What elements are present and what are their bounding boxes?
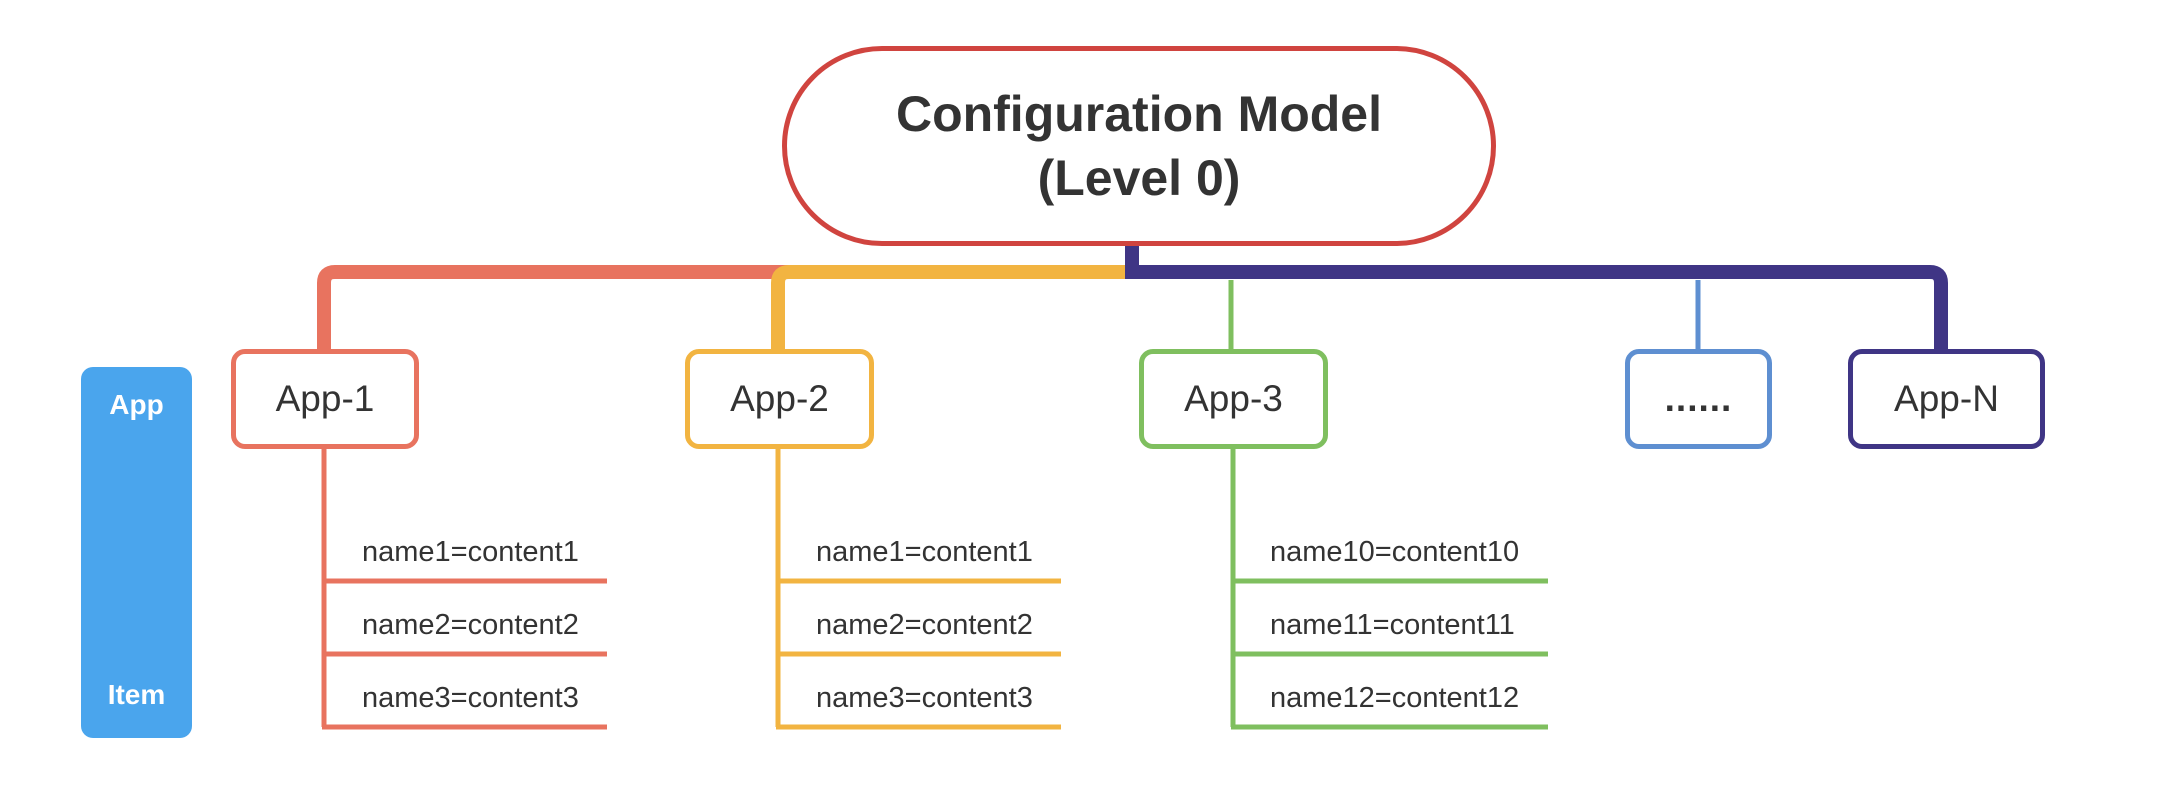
item-label: name10=content10	[1270, 536, 1520, 568]
items-tree-app-3	[1230, 449, 1548, 730]
root-title: Configuration Model	[895, 86, 1383, 142]
branch-app-1	[317, 265, 1132, 349]
item-label: name11=content11	[1270, 609, 1515, 641]
app-node-2: App-2	[685, 349, 874, 449]
app-node-n: App-N	[1848, 349, 2045, 449]
items-tree-app-1	[321, 449, 607, 730]
app-node-1: App-1	[231, 349, 419, 449]
app-node-label: ......	[1664, 378, 1733, 419]
legend-item-label: Item	[107, 679, 166, 710]
item-label: name3=content3	[816, 682, 1033, 714]
root-subtitle: (Level 0)	[1037, 150, 1241, 206]
app-node-3: App-3	[1139, 349, 1328, 449]
app-node-label: App-3	[1184, 378, 1283, 419]
item-label: name3=content3	[362, 682, 579, 714]
branch-app-n	[1125, 246, 1948, 349]
item-label: name1=content1	[816, 536, 1033, 568]
level-legend: App Item	[81, 367, 192, 738]
branch-app-2	[771, 265, 1132, 349]
legend-app-label: App	[109, 389, 164, 420]
app-node-label: App-2	[730, 378, 829, 419]
root-node: Configuration Model (Level 0)	[782, 46, 1496, 246]
item-label: name2=content2	[362, 609, 579, 641]
app-node-label: App-N	[1894, 378, 1999, 419]
app-node-more: ......	[1625, 349, 1772, 449]
items-tree-app-2	[775, 449, 1061, 730]
item-label: name2=content2	[816, 609, 1033, 641]
item-label: name1=content1	[362, 536, 579, 568]
app-node-label: App-1	[275, 378, 375, 419]
item-label: name12=content12	[1270, 682, 1520, 714]
